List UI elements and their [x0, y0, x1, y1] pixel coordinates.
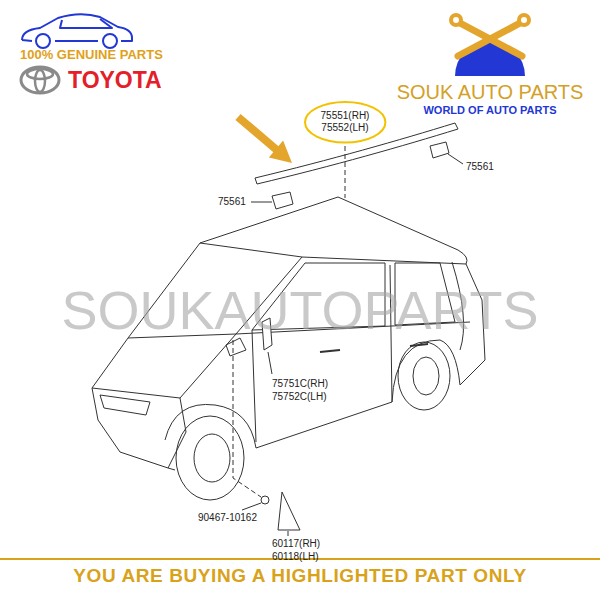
- part-number: 75752C(LH): [272, 391, 326, 403]
- brand-text: SOUK AUTO PARTS: [397, 80, 584, 104]
- watermark: SOUKAUTOPARTS: [61, 278, 538, 343]
- arrow-head: [269, 141, 292, 163]
- car-icon-window: [60, 19, 112, 28]
- arrow-shaft: [238, 117, 278, 151]
- car-icon-wheel: [36, 34, 50, 48]
- roof-molding: [255, 123, 458, 184]
- mirror: [226, 338, 246, 356]
- rear-wheel-hub: [413, 357, 439, 395]
- logo-wrench: [458, 22, 522, 56]
- part-number: 60118(LH): [272, 551, 319, 563]
- wrench-head: [517, 13, 531, 27]
- corner-cover: [278, 492, 300, 530]
- wrench-head: [449, 13, 463, 27]
- wrench-jaw: [521, 17, 527, 23]
- logo-dome: [455, 41, 525, 76]
- headlight: [100, 395, 150, 415]
- rear-wheel: [398, 342, 450, 410]
- toyota-emblem: [21, 67, 59, 93]
- clip: [261, 496, 269, 504]
- front-bumper: [92, 388, 168, 468]
- brand-text: TOYOTA: [68, 67, 162, 95]
- leader-line: [242, 503, 261, 510]
- part-number: 75551(RH): [321, 110, 370, 122]
- leader-line: [251, 202, 272, 203]
- oval-outline: [305, 102, 385, 143]
- clip: [430, 142, 449, 158]
- front-corner: [168, 398, 186, 468]
- small-parts: [233, 318, 300, 536]
- part-number: 60117(RH): [272, 538, 320, 550]
- leader-line: [345, 146, 346, 198]
- footer-notice: YOU ARE BUYING A HIGHLIGHTED PART ONLY: [73, 565, 527, 588]
- car-icon: [22, 14, 132, 48]
- hood: [92, 334, 236, 398]
- part-number: 90467-10162: [198, 512, 257, 524]
- car-drawing: [92, 197, 485, 500]
- part-callout-oval: 75551(RH)75552(LH): [304, 101, 386, 144]
- wrench-jaw: [453, 17, 459, 23]
- clip: [272, 192, 293, 209]
- leader-line: [448, 154, 463, 164]
- emblem-ring: [35, 70, 45, 92]
- door-edge: [252, 330, 256, 442]
- highlight-arrow: [238, 117, 292, 163]
- part-number: 75561: [218, 196, 246, 208]
- leader-line: [233, 340, 261, 497]
- logo-wrench: [458, 22, 522, 56]
- front-wheel: [176, 416, 244, 500]
- car-roof: [200, 197, 467, 264]
- front-wheel-arch: [165, 404, 256, 470]
- brand-text: WORLD OF AUTO PARTS: [423, 104, 556, 117]
- door-handle: [320, 350, 340, 352]
- emblem-ring: [27, 69, 53, 79]
- front-wheel-hub: [194, 434, 230, 482]
- leader-line: [288, 531, 289, 536]
- souk-logo: [449, 13, 531, 76]
- sill: [256, 402, 392, 448]
- car-icon-wheel: [103, 34, 117, 48]
- part-number: 75751C(RH): [272, 378, 328, 390]
- part-number: 75561: [466, 161, 494, 173]
- leader-line: [268, 352, 272, 374]
- emblem-ring: [21, 67, 59, 93]
- roof-molding-group: [251, 123, 463, 209]
- part-number: 75552(LH): [321, 122, 368, 134]
- brand-text: 100% GENUINE PARTS: [20, 47, 163, 63]
